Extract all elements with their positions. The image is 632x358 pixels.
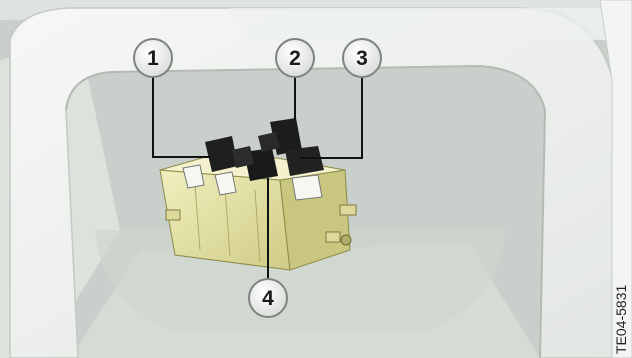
figure-code-container: TE04-5831 [610, 258, 632, 358]
callout-4-label: 4 [262, 287, 274, 310]
callout-1: 1 [134, 39, 172, 77]
trim-top-panel [230, 8, 620, 40]
figure-code: TE04-5831 [613, 285, 629, 354]
callout-2-label: 2 [289, 47, 301, 70]
screw [341, 235, 351, 245]
mount-tab-bottom [326, 232, 340, 242]
callout-3-label: 3 [356, 47, 368, 70]
callout-1-label: 1 [147, 47, 159, 70]
callout-4: 4 [249, 279, 287, 317]
mount-tab-left [166, 210, 180, 220]
callout-2: 2 [276, 39, 314, 77]
callout-3: 3 [343, 39, 381, 77]
mount-tab-right [340, 205, 356, 215]
